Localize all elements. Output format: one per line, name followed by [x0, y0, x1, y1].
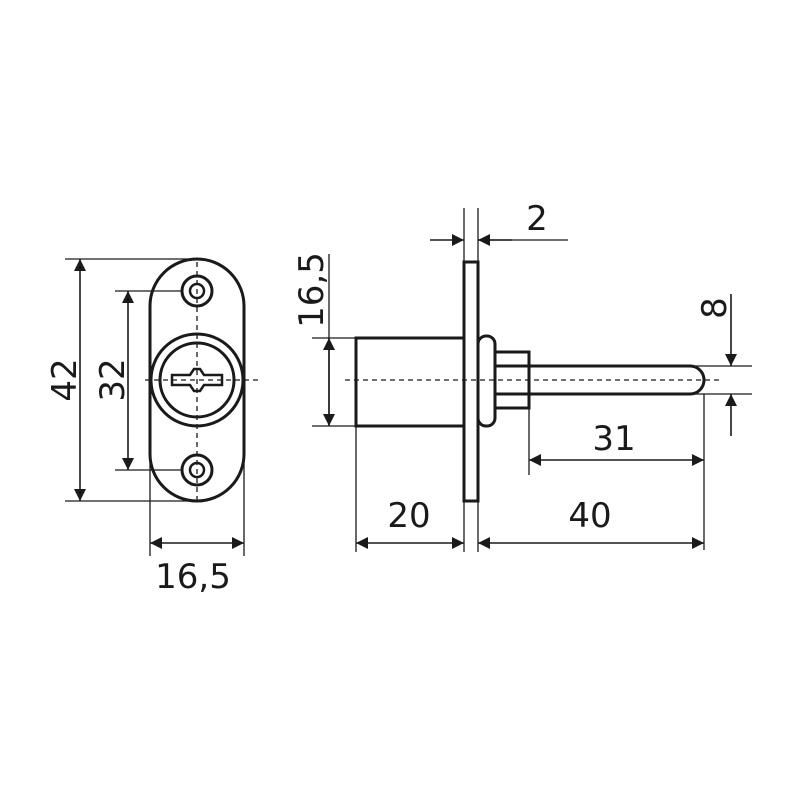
dimension-bolt-extension	[528, 394, 705, 550]
dimension-bolt-diameter	[690, 294, 752, 436]
cylinder-ring	[476, 334, 497, 428]
mounting-plate	[462, 260, 480, 503]
dimension-front-width	[149, 440, 245, 556]
label-plate-thickness: 2	[526, 199, 548, 239]
dimension-overall-length	[477, 501, 704, 552]
label-front-width: 16,5	[155, 557, 231, 597]
cylinder-body	[354, 336, 466, 428]
label-front-height-holes: 32	[93, 358, 133, 401]
label-front-height-total: 42	[45, 358, 85, 401]
dimension-plate-thickness	[430, 208, 568, 262]
label-cylinder-length: 20	[387, 496, 430, 536]
side-view	[345, 260, 720, 503]
label-side-cylinder-diameter: 16,5	[292, 252, 332, 328]
label-bolt-diameter: 8	[695, 297, 735, 319]
dimension-front-height-total	[65, 258, 198, 502]
label-bolt-extension: 31	[592, 419, 635, 459]
dimension-cylinder-length	[355, 426, 465, 552]
label-overall-length: 40	[568, 496, 611, 536]
keyway-icon	[170, 367, 224, 393]
dimension-front-height-holes	[115, 290, 183, 471]
dimension-side-cylinder-diameter	[312, 254, 356, 427]
